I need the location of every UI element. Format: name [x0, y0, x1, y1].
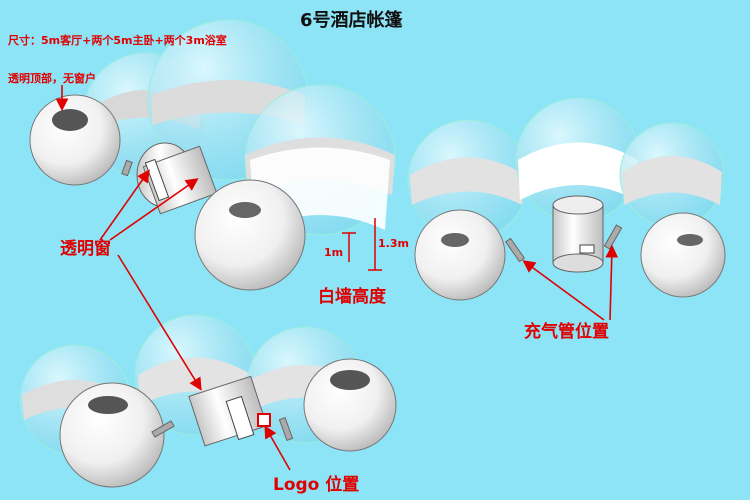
transparent-top-opening — [52, 109, 88, 131]
tent-assembly-right — [407, 97, 726, 301]
room-sphere-bottom — [59, 382, 165, 488]
entrance-cylinder-right — [552, 195, 604, 273]
dimension-1-3m: 1.3m — [378, 237, 409, 250]
logo-position-label: Logo 位置 — [273, 475, 360, 495]
inflation-position-label: 充气管位置 — [524, 322, 609, 342]
inflation-tube — [603, 224, 623, 250]
page-title: 6号酒店帐篷 — [300, 10, 403, 31]
tent-assembly-bottom — [19, 314, 397, 488]
door-panel — [144, 158, 170, 202]
wall-height-label: 白墙高度 — [318, 287, 386, 307]
dimension-1m: 1m — [324, 246, 344, 259]
annotation-arrows — [55, 85, 619, 471]
transparent-window-label: 透明窗 — [60, 239, 111, 259]
entrance-cylinder-bottom — [188, 375, 271, 447]
bathroom-sphere-right-1 — [414, 209, 506, 301]
entrance-cylinder-top — [136, 142, 218, 215]
bathroom-sphere-left — [29, 94, 121, 186]
dimension-markers — [342, 218, 382, 271]
room-sphere-front — [194, 179, 306, 291]
bathroom-sphere-right-2 — [640, 212, 726, 298]
inflation-tube — [504, 237, 526, 263]
size-note: 尺寸：5m客厅+两个5m主卧+两个3m浴室 — [8, 34, 227, 47]
tent-assembly-top-left — [29, 19, 396, 291]
transparent-top-note: 透明顶部，无窗户 — [8, 72, 96, 85]
logo-box — [257, 413, 271, 427]
